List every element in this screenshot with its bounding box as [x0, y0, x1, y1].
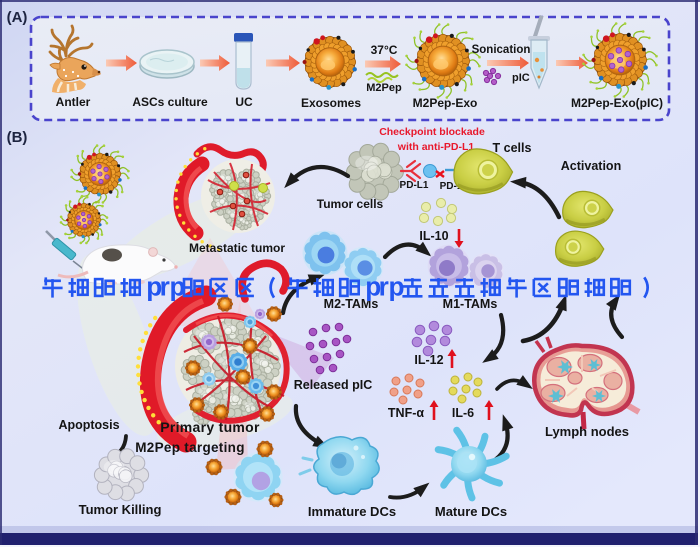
svg-text:(B): (B) [7, 129, 28, 146]
svg-text:Apoptosis: Apoptosis [58, 418, 119, 432]
svg-text:p: p [146, 272, 162, 302]
svg-text:UC: UC [235, 95, 253, 109]
svg-text:Tumor Killing: Tumor Killing [79, 502, 162, 517]
svg-text:Activation: Activation [561, 159, 621, 173]
svg-text:M2Pep: M2Pep [366, 82, 402, 94]
svg-text:M1-TAMs: M1-TAMs [443, 297, 498, 311]
svg-text:PD-1: PD-1 [440, 181, 463, 192]
svg-text:Tumor cells: Tumor cells [317, 197, 384, 211]
svg-text:Sonication: Sonication [472, 44, 531, 56]
svg-text:ASCs culture: ASCs culture [132, 95, 208, 109]
svg-text:T cells: T cells [493, 141, 532, 155]
svg-text:r: r [379, 272, 389, 302]
svg-text:with anti-PD-L1: with anti-PD-L1 [397, 141, 475, 153]
svg-text:TNF-α: TNF-α [388, 406, 424, 420]
svg-text:37°C: 37°C [371, 43, 398, 57]
svg-text:pIC: pIC [512, 72, 530, 84]
svg-text:M2Pep-Exo(pIC): M2Pep-Exo(pIC) [571, 96, 663, 110]
svg-text:IL-6: IL-6 [452, 406, 474, 420]
svg-text:Primary tumor: Primary tumor [160, 419, 260, 435]
svg-text:M2-TAMs: M2-TAMs [324, 297, 379, 311]
svg-text:Mature DCs: Mature DCs [435, 504, 507, 519]
svg-text:PD-L1: PD-L1 [400, 180, 429, 191]
svg-text:p: p [389, 272, 405, 302]
svg-text:Exosomes: Exosomes [301, 96, 361, 110]
svg-text:Lymph nodes: Lymph nodes [545, 424, 629, 439]
svg-text:p: p [170, 272, 186, 302]
svg-text:IL-10: IL-10 [419, 229, 448, 243]
svg-text:Immature DCs: Immature DCs [308, 504, 396, 519]
svg-text:M2Pep targeting: M2Pep targeting [135, 440, 245, 455]
svg-text:IL-12: IL-12 [414, 353, 443, 367]
svg-text:Metastatic tumor: Metastatic tumor [189, 241, 285, 255]
svg-text:Antler: Antler [56, 95, 91, 109]
svg-text:M2Pep-Exo: M2Pep-Exo [413, 96, 478, 110]
svg-text:r: r [160, 272, 170, 302]
svg-text:Released pIC: Released pIC [294, 378, 373, 392]
svg-text:p: p [365, 272, 381, 302]
svg-text:(A): (A) [7, 9, 28, 26]
svg-text:Checkpoint blockade: Checkpoint blockade [379, 126, 485, 138]
